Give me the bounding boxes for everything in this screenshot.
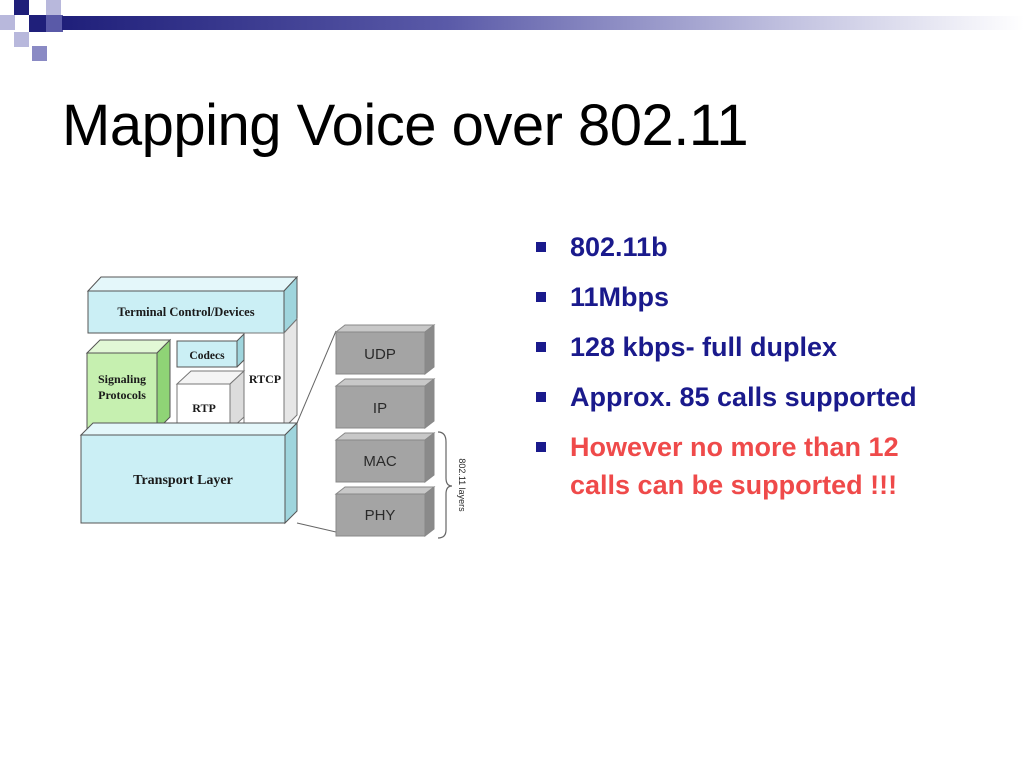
terminal-block: Terminal Control/Devices (86, 275, 299, 335)
square-bullet-icon (536, 292, 546, 302)
deco-square (32, 46, 47, 61)
deco-square (46, 0, 61, 15)
codecs-block: Codecs (176, 332, 245, 368)
corner-decoration (0, 0, 63, 61)
deco-square (46, 15, 63, 32)
rtcp-block: RTCP (243, 317, 298, 430)
signaling-block: Signaling Protocols (85, 338, 172, 432)
signaling-label-line2: Protocols (98, 388, 146, 402)
slide-title: Mapping Voice over 802.11 (62, 93, 749, 158)
bracket-label: 802.11 layers (457, 458, 467, 512)
rtp-block: RTP (175, 369, 246, 432)
connector-line (296, 522, 337, 533)
deco-square (14, 32, 29, 47)
deco-square (14, 0, 29, 15)
protocol-stack-diagram: Terminal Control/Devices RTCP Signaling … (79, 275, 467, 539)
square-bullet-icon (536, 342, 546, 352)
deco-square (29, 15, 46, 32)
layer-brace (437, 431, 453, 539)
layer-udp: UDP (334, 323, 436, 376)
connector-line (296, 330, 337, 424)
square-bullet-icon (536, 442, 546, 452)
bullet-item: 802.11b (534, 228, 954, 266)
rtp-label: RTP (192, 401, 216, 415)
bullet-text: Approx. 85 calls supported (570, 382, 917, 412)
bullet-item: 128 kbps- full duplex (534, 328, 954, 366)
bullet-text: However no more than 12 calls can be sup… (570, 432, 899, 500)
layer-ip: IP (334, 377, 436, 430)
codecs-label: Codecs (189, 350, 225, 362)
signaling-label-line1: Signaling (98, 372, 146, 386)
bullet-list: 802.11b 11Mbps 128 kbps- full duplex App… (534, 228, 954, 516)
rtcp-label: RTCP (249, 372, 281, 386)
layer-phy: PHY (334, 485, 436, 538)
bullet-text: 802.11b (570, 232, 668, 262)
layer-label: MAC (363, 453, 397, 470)
transport-label: Transport Layer (133, 473, 233, 488)
terminal-label: Terminal Control/Devices (117, 305, 254, 319)
layer-mac: MAC (334, 431, 436, 484)
square-bullet-icon (536, 242, 546, 252)
bullet-item: Approx. 85 calls supported (534, 378, 954, 416)
square-bullet-icon (536, 392, 546, 402)
bullet-text: 11Mbps (570, 282, 670, 312)
bullet-item-alert: However no more than 12 calls can be sup… (534, 428, 954, 504)
layer-label: IP (373, 400, 387, 417)
bullet-text: 128 kbps- full duplex (570, 332, 838, 362)
title-accent-bar (62, 16, 1024, 30)
layer-label: PHY (365, 507, 396, 524)
layer-label: UDP (364, 346, 396, 363)
bullet-item: 11Mbps (534, 278, 954, 316)
transport-block: Transport Layer (79, 421, 299, 525)
deco-square (0, 15, 15, 30)
